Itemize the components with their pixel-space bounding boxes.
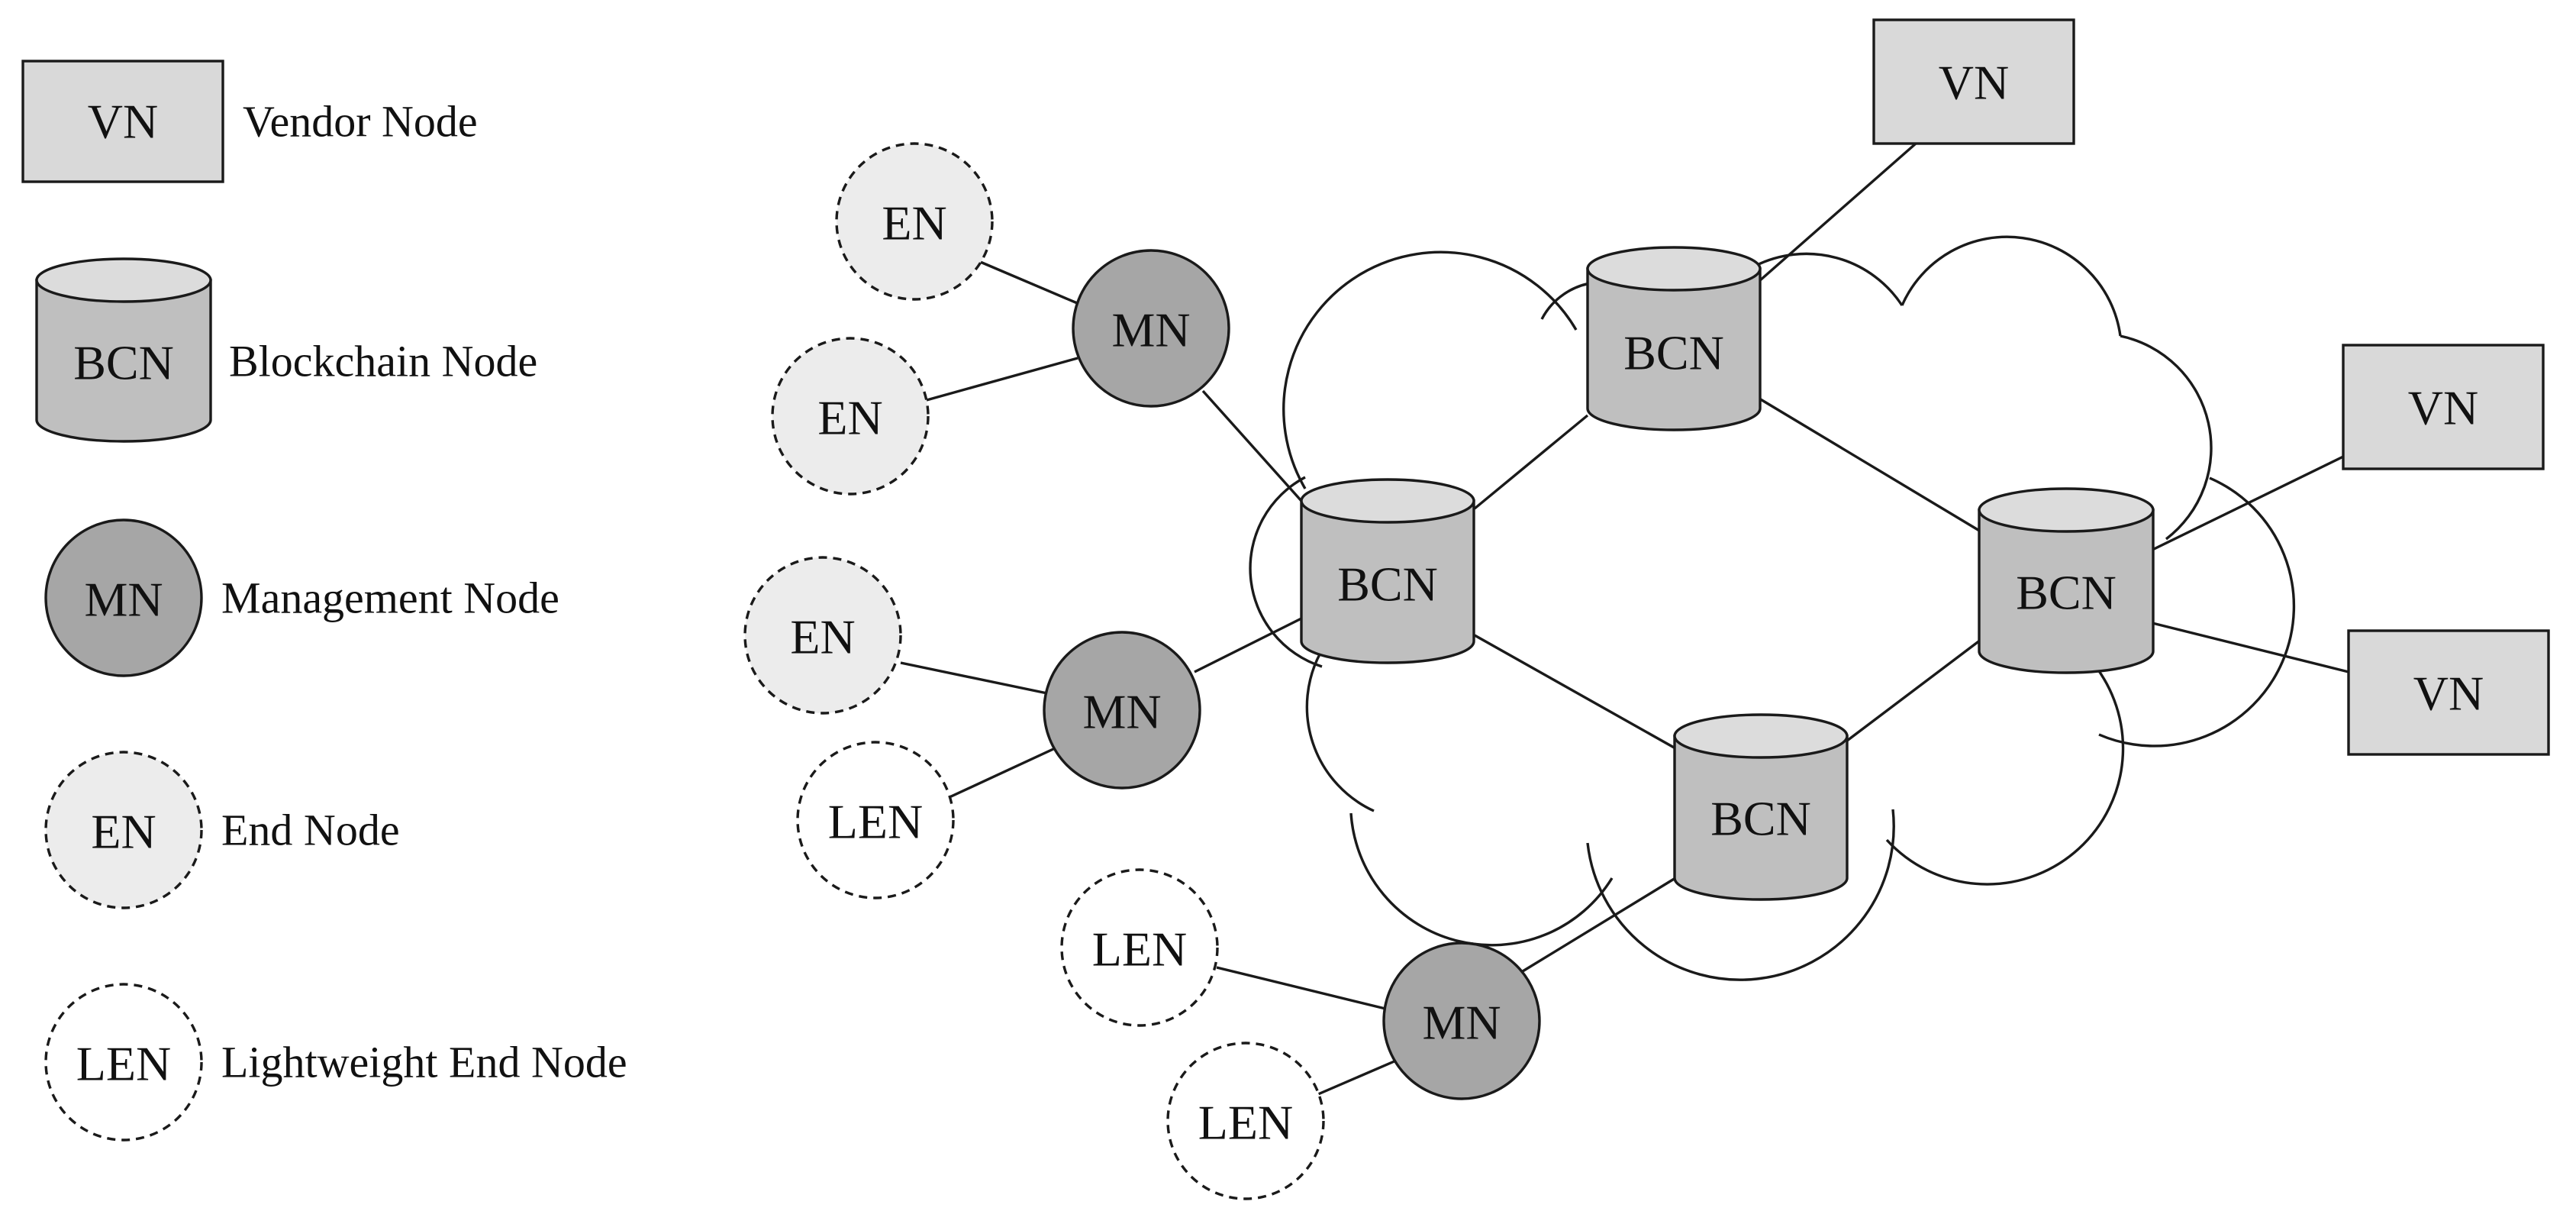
- edge-len2-mn-bottom: [1216, 966, 1386, 1010]
- edge-mn-bottom-bcn-bottom: [1522, 877, 1676, 973]
- svg-text:VN: VN: [2408, 381, 2478, 435]
- svg-text:LEN: LEN: [1198, 1096, 1293, 1150]
- svg-text:BCN: BCN: [1710, 792, 1811, 846]
- management-node: MN: [1043, 631, 1201, 790]
- edge-mn-top-bcn-left: [1201, 389, 1303, 502]
- edge-bcn-right-vn-upper: [2152, 455, 2344, 551]
- edge-en2-mn-top: [926, 357, 1078, 402]
- edge-len1-mn-mid: [949, 748, 1054, 799]
- legend-vendor-abbr: VN: [88, 95, 158, 149]
- legend: VN Vendor Node BCN Blockchain Node MN Ma…: [21, 60, 627, 1142]
- edge-bcn-left-bcn-top: [1473, 414, 1589, 510]
- svg-text:EN: EN: [790, 610, 855, 664]
- svg-text:MN: MN: [1082, 685, 1161, 739]
- legend-blockchain-abbr: BCN: [73, 336, 174, 390]
- end-node-icon: [44, 751, 203, 909]
- svg-text:LEN: LEN: [1092, 922, 1187, 977]
- network-edges: [900, 142, 2349, 1096]
- legend-lightweight-label: Lightweight End Node: [221, 1038, 627, 1087]
- svg-text:BCN: BCN: [1337, 557, 1438, 612]
- svg-text:BCN: BCN: [1623, 326, 1724, 380]
- svg-text:LEN: LEN: [828, 795, 923, 849]
- svg-text:MN: MN: [1111, 303, 1190, 357]
- vendor-node: VN: [2347, 629, 2550, 756]
- blockchain-cloud: [1249, 235, 2296, 981]
- legend-end-label: End Node: [221, 806, 400, 855]
- legend-item-management-node: MN Management Node: [44, 518, 559, 677]
- edge-en1-mn-top: [978, 260, 1082, 306]
- legend-management-abbr: MN: [84, 573, 163, 627]
- legend-vendor-label: Vendor Node: [243, 97, 478, 147]
- legend-end-abbr: EN: [91, 805, 156, 859]
- end-node: EN: [835, 142, 994, 301]
- vendor-node: VN: [2342, 344, 2545, 470]
- edge-bcn-top-bcn-right: [1759, 397, 1981, 533]
- management-node-icon: [44, 518, 203, 677]
- lightweight-end-node: LEN: [796, 741, 955, 899]
- legend-item-lightweight-end-node: LEN Lightweight End Node: [44, 983, 627, 1142]
- svg-text:EN: EN: [817, 391, 882, 445]
- lightweight-end-node-icon: [44, 983, 203, 1142]
- blockchain-node: BCN: [1673, 713, 1849, 901]
- vendor-node: VN: [1872, 18, 2075, 145]
- management-node: MN: [1382, 941, 1541, 1100]
- edge-bcn-bottom-bcn-right: [1846, 638, 1982, 742]
- svg-text:VN: VN: [1939, 56, 2009, 110]
- legend-blockchain-label: Blockchain Node: [229, 337, 537, 386]
- blockchain-node: BCN: [1300, 478, 1475, 664]
- legend-management-label: Management Node: [221, 573, 559, 623]
- svg-text:BCN: BCN: [2016, 566, 2117, 620]
- lightweight-end-node: LEN: [1060, 868, 1219, 1027]
- legend-lightweight-abbr: LEN: [76, 1037, 171, 1091]
- edge-len3-mn-bottom: [1317, 1059, 1397, 1096]
- edge-mn-mid-bcn-left: [1194, 617, 1302, 673]
- edge-bcn-right-vn-lower: [2152, 622, 2349, 673]
- management-node: MN: [1072, 249, 1230, 408]
- legend-item-end-node: EN End Node: [44, 751, 400, 909]
- legend-item-vendor-node: VN Vendor Node: [21, 60, 478, 183]
- blockchain-node: BCN: [1586, 246, 1762, 431]
- end-node: EN: [771, 337, 930, 496]
- vendor-node-icon: [21, 60, 224, 183]
- edge-bcn-top-vn-top: [1758, 142, 1917, 283]
- end-node: EN: [743, 556, 902, 715]
- blockchain-node: BCN: [1978, 487, 2155, 674]
- edge-en3-mn-mid: [900, 661, 1048, 695]
- svg-text:EN: EN: [882, 196, 946, 250]
- legend-item-blockchain-node: BCN Blockchain Node: [35, 257, 537, 443]
- svg-text:VN: VN: [2413, 667, 2484, 721]
- svg-text:MN: MN: [1422, 996, 1501, 1050]
- cylinder-icon: [35, 257, 212, 443]
- edge-bcn-left-bcn-bottom: [1474, 634, 1676, 750]
- lightweight-end-node: LEN: [1166, 1042, 1325, 1200]
